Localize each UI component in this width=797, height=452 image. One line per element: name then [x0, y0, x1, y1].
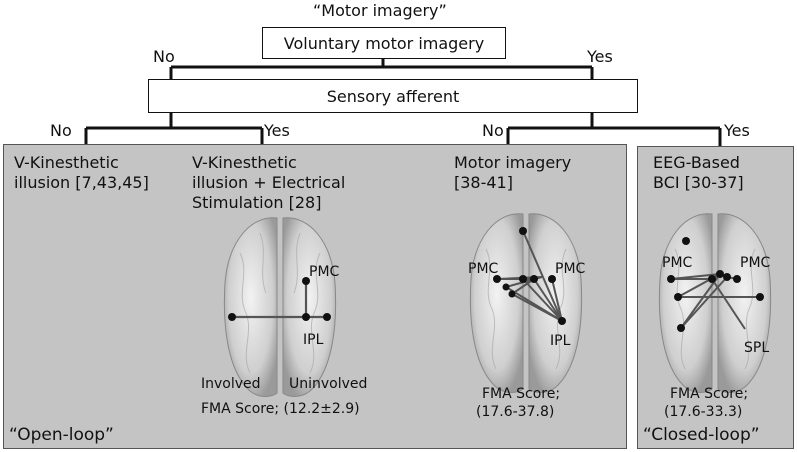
level1-yes-label: Yes [587, 47, 613, 66]
tree-connectors [84, 27, 722, 146]
eeg-bci-title-line1: EEG-Based [653, 153, 740, 172]
involved-side-label: Involved [201, 376, 261, 392]
closed-loop-label: “Closed-loop” [643, 425, 760, 445]
v-kinesthetic-title-line1: V-Kinesthetic [14, 153, 119, 172]
level2-yes-right-label: Yes [724, 121, 750, 140]
brain3-region-pmc-left: PMC [662, 255, 693, 271]
motor-imagery-title-line1: Motor imagery [454, 153, 572, 172]
brain1-region-pmc: PMC [309, 264, 340, 280]
motor-imagery-title-line2: [38-41] [454, 173, 513, 192]
level2-no-right-label: No [482, 121, 504, 140]
voluntary-motor-imagery-box: Voluntary motor imagery [262, 27, 506, 59]
uninvolved-side-label: Uninvolved [289, 376, 368, 392]
brain2-region-pmc-left: PMC [468, 261, 499, 277]
v-kinesthetic-title-line2: illusion [7,43,45] [14, 173, 149, 192]
brain1-region-ipl: IPL [303, 332, 324, 348]
brain2-region-pmc-right: PMC [555, 261, 586, 277]
open-loop-label: “Open-loop” [9, 425, 114, 445]
level2-no-left-label: No [50, 121, 72, 140]
brain3-region-spl: SPL [744, 340, 770, 356]
eeg-bci-title-line2: BCI [30-37] [653, 173, 744, 192]
v-kinesthetic-es-title-line2: illusion + Electrical [192, 173, 346, 192]
v-kinesthetic-es-title-line3: Stimulation [28] [192, 193, 322, 212]
v-kinesthetic-es-title-line1: V-Kinesthetic [192, 153, 297, 172]
brain-motor-imagery [469, 213, 583, 393]
brain2-region-ipl: IPL [550, 333, 571, 349]
fma-score-mi-line2: (17.6-37.8) [476, 404, 555, 420]
fma-score-mi-line1: FMA Score; [482, 386, 561, 402]
brain-electrical-stimulation [223, 217, 337, 397]
brain3-region-pmc-right: PMC [740, 255, 771, 271]
diagram-title: “Motor imagery” [313, 1, 447, 20]
level1-no-label: No [153, 47, 175, 66]
fma-score-bci-line1: FMA Score; [670, 386, 749, 402]
fma-score-es: FMA Score; (12.2±2.9) [201, 401, 360, 417]
sensory-afferent-box: Sensory afferent [148, 79, 638, 113]
fma-score-bci-line2: (17.6-33.3) [664, 404, 743, 420]
brain-eeg-bci [658, 213, 772, 393]
level2-yes-left-label: Yes [264, 121, 290, 140]
